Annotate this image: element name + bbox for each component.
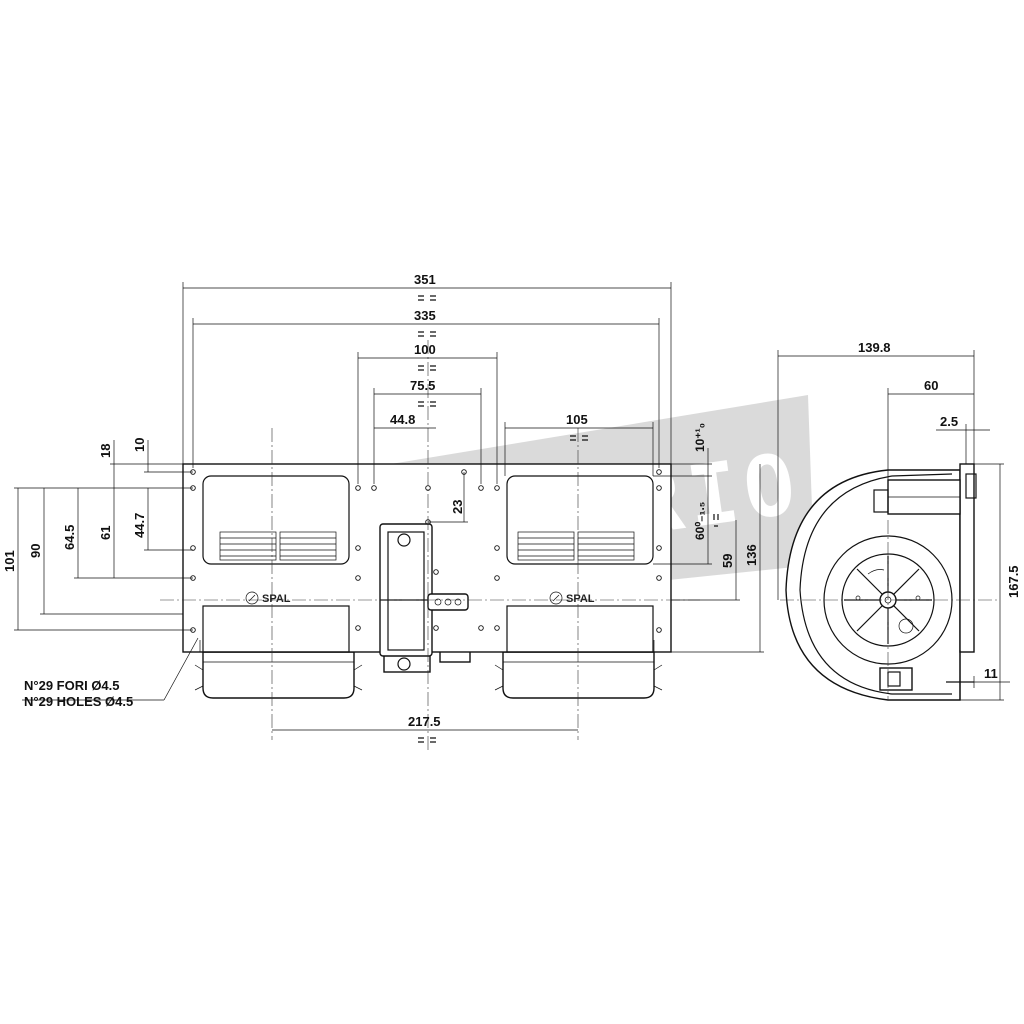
dim-18: 18 [98, 444, 113, 458]
side-dimensions: 139.8 60 2.5 167.5 11 [777, 340, 1021, 701]
left-outlet [202, 475, 350, 565]
left-impeller [219, 531, 337, 561]
dim-335: 335 [414, 308, 436, 323]
dim-64-5: 64.5 [62, 525, 77, 550]
right-impeller [517, 531, 635, 561]
dim-61: 61 [98, 526, 113, 540]
svg-text:SPAL: SPAL [566, 593, 595, 605]
right-outlet [506, 475, 654, 565]
motor-terminal-bottom [397, 657, 411, 671]
connector [427, 593, 469, 611]
dim-100: 100 [414, 342, 436, 357]
dim-60-tol: 60⁰₋₁.₅ [693, 502, 707, 540]
dim-217-5: 217.5 [408, 714, 441, 729]
dim-59: 59 [720, 554, 735, 568]
dim-10: 10 [132, 438, 147, 452]
side-flange [959, 463, 975, 653]
spal-logo-left: SPAL [245, 591, 291, 605]
dim-11: 11 [984, 666, 998, 681]
dim-2-5: 2.5 [940, 414, 958, 429]
holes-note-it: N°29 FORI Ø4.5 [24, 678, 120, 693]
dim-90: 90 [28, 544, 43, 558]
svg-text:SPAL: SPAL [262, 593, 291, 605]
dim-101: 101 [2, 550, 17, 572]
dim-167-5: 167.5 [1006, 565, 1021, 598]
dim-60-depth: 60 [924, 378, 938, 393]
dim-44-7: 44.7 [132, 513, 147, 538]
motor-box [379, 523, 433, 657]
dim-23: 23 [450, 500, 465, 514]
dim-44-8: 44.8 [390, 412, 415, 427]
front-view: SPAL SPAL [160, 340, 700, 750]
dim-351: 351 [414, 272, 436, 287]
front-dimensions: 351 335 100 75.5 44.8 105 217.5 [2, 272, 764, 743]
right-fan-housing [502, 651, 655, 699]
dim-10-tol: 10⁺¹₀ [693, 423, 707, 452]
dim-136: 136 [744, 544, 759, 566]
dim-105: 105 [566, 412, 588, 427]
dim-139-8: 139.8 [858, 340, 891, 355]
side-view [780, 463, 1000, 701]
spal-logo-right: SPAL [549, 591, 595, 605]
holes-note-en: N°29 HOLES Ø4.5 [24, 694, 133, 709]
dim-75-5: 75.5 [410, 378, 435, 393]
left-fan-housing [202, 651, 355, 699]
motor-terminal-top [397, 533, 411, 547]
